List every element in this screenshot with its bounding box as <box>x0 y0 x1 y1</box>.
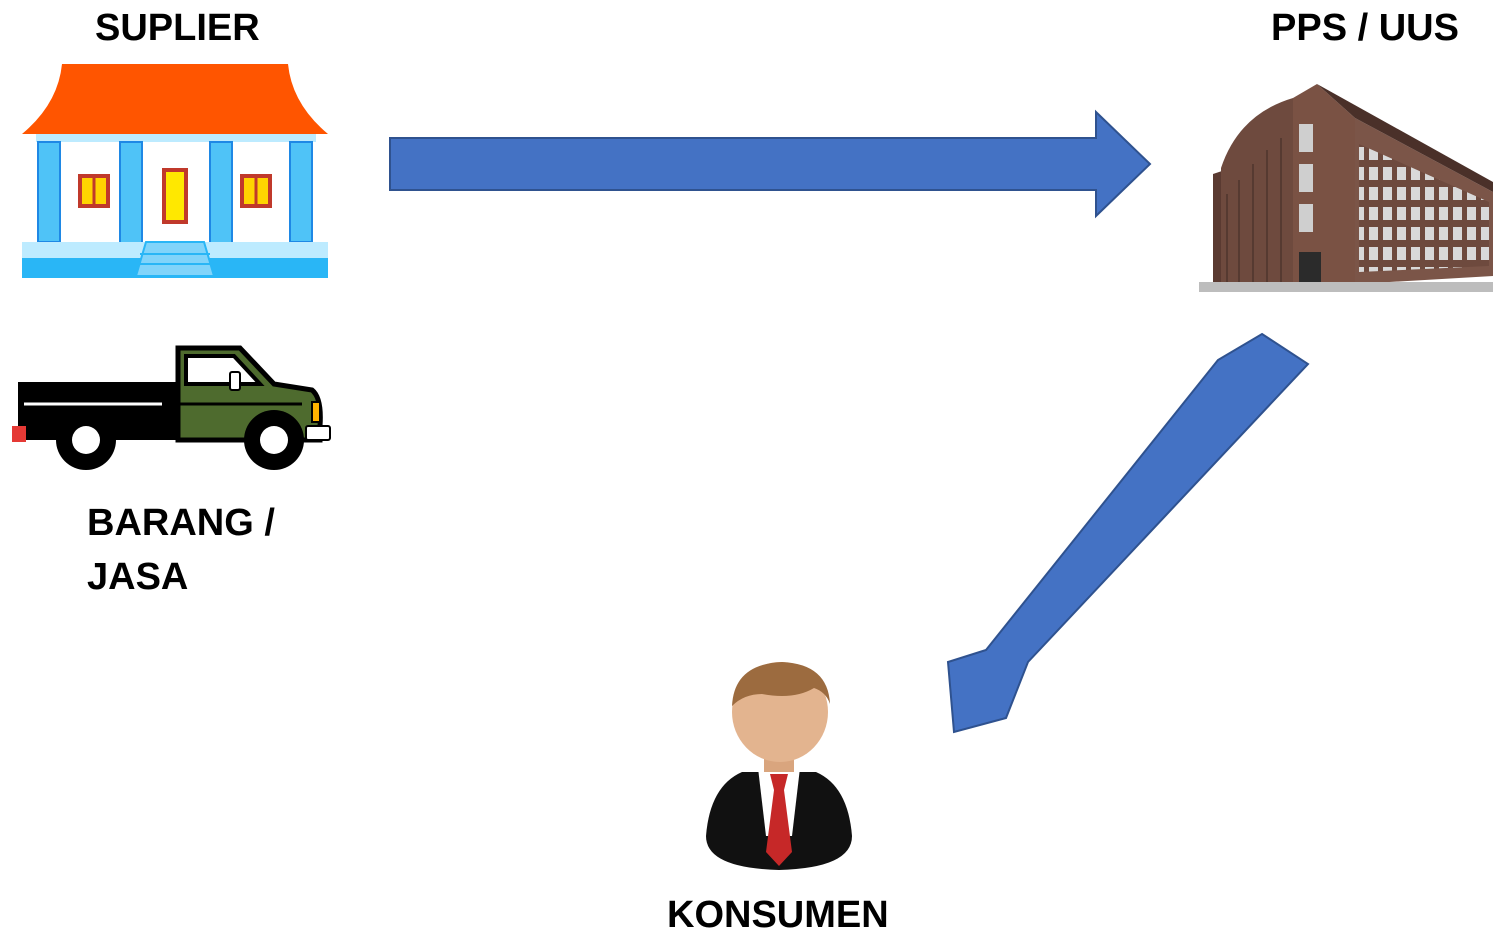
goods-label-line2: JASA <box>87 556 189 598</box>
arrow-down-left <box>946 332 1310 734</box>
arrow-right <box>389 109 1152 219</box>
house-icon <box>22 64 328 278</box>
supplier-label: SUPLIER <box>95 7 260 49</box>
truck-icon <box>12 345 331 470</box>
consumer-label: KONSUMEN <box>667 894 889 936</box>
institution-label: PPS / UUS <box>1271 7 1459 49</box>
person-icon <box>706 662 852 870</box>
goods-label-line1: BARANG / <box>87 502 275 544</box>
goods-label: BARANG / JASA <box>87 496 275 604</box>
building-icon <box>1199 84 1493 292</box>
